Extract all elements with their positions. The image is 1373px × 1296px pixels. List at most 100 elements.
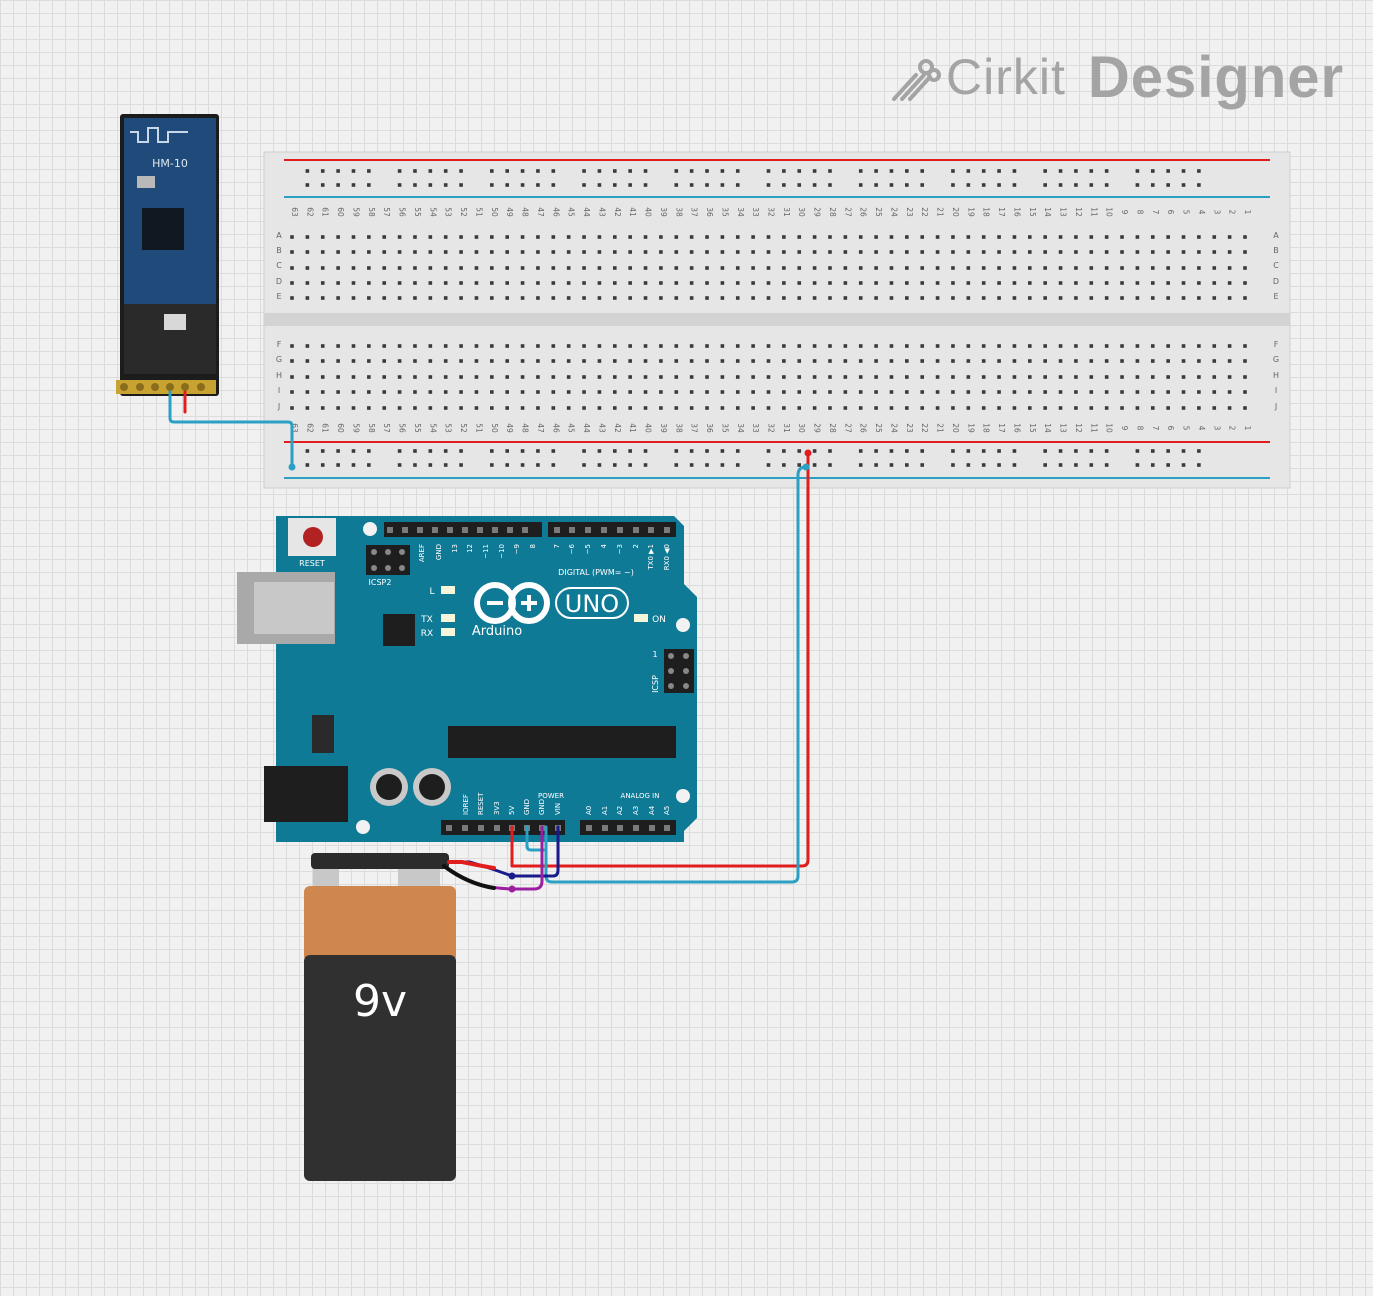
wire-endpoint[interactable] (508, 885, 516, 893)
breadboard-hole[interactable] (889, 266, 894, 270)
breadboard-hole[interactable] (566, 406, 571, 410)
rail-hole[interactable] (797, 169, 802, 173)
breadboard-hole[interactable] (889, 344, 894, 348)
breadboard-hole[interactable] (705, 375, 709, 379)
header-pin[interactable] (569, 527, 575, 533)
breadboard-hole[interactable] (536, 375, 540, 379)
rail-hole[interactable] (828, 463, 832, 467)
rail-hole[interactable] (459, 449, 463, 453)
header-pin[interactable] (649, 825, 655, 831)
breadboard-hole[interactable] (520, 390, 525, 394)
breadboard-hole[interactable] (643, 296, 648, 300)
breadboard-hole[interactable] (1058, 344, 1063, 348)
breadboard-hole[interactable] (1197, 235, 1201, 239)
header-pin[interactable] (417, 527, 423, 533)
breadboard-hole[interactable] (1104, 235, 1109, 239)
rail-hole[interactable] (1074, 183, 1078, 187)
breadboard-hole[interactable] (720, 375, 725, 379)
breadboard-hole[interactable] (1181, 375, 1186, 379)
breadboard-hole[interactable] (336, 281, 340, 285)
breadboard-hole[interactable] (1243, 390, 1247, 394)
breadboard-hole[interactable] (305, 235, 310, 239)
breadboard-hole[interactable] (290, 406, 294, 410)
breadboard-hole[interactable] (735, 406, 740, 410)
breadboard-hole[interactable] (443, 235, 448, 239)
rail-hole[interactable] (1104, 463, 1109, 467)
rail-hole[interactable] (643, 463, 648, 467)
rail-hole[interactable] (413, 449, 417, 453)
breadboard-hole[interactable] (1181, 359, 1186, 363)
breadboard-hole[interactable] (981, 344, 986, 348)
breadboard-hole[interactable] (505, 390, 509, 394)
breadboard-hole[interactable] (428, 281, 433, 285)
breadboard-hole[interactable] (689, 281, 694, 285)
breadboard-hole[interactable] (413, 296, 417, 300)
breadboard-hole[interactable] (566, 250, 571, 254)
breadboard-hole[interactable] (705, 266, 709, 270)
rail-hole[interactable] (828, 449, 832, 453)
breadboard-hole[interactable] (966, 266, 971, 270)
rail-hole[interactable] (782, 463, 786, 467)
breadboard-hole[interactable] (551, 359, 556, 363)
rail-hole[interactable] (735, 449, 740, 453)
rail-hole[interactable] (1043, 449, 1047, 453)
wire-gnd-bridge[interactable] (525, 825, 546, 852)
breadboard-hole[interactable] (966, 390, 971, 394)
rail-hole[interactable] (874, 449, 878, 453)
rail-hole[interactable] (505, 169, 509, 173)
breadboard-hole[interactable] (290, 390, 294, 394)
breadboard-hole[interactable] (290, 235, 294, 239)
rail-hole[interactable] (889, 169, 894, 173)
rail-hole[interactable] (320, 183, 325, 187)
breadboard-hole[interactable] (735, 250, 740, 254)
breadboard-hole[interactable] (735, 266, 740, 270)
breadboard-hole[interactable] (505, 406, 509, 410)
breadboard-hole[interactable] (828, 406, 832, 410)
breadboard-hole[interactable] (951, 266, 955, 270)
breadboard-hole[interactable] (828, 359, 832, 363)
rail-hole[interactable] (782, 169, 786, 173)
rail-hole[interactable] (828, 183, 832, 187)
breadboard-hole[interactable] (336, 266, 340, 270)
breadboard-hole[interactable] (874, 406, 878, 410)
header-pin[interactable] (477, 527, 483, 533)
rail-hole[interactable] (766, 169, 771, 173)
battery-9v[interactable]: 9v (304, 853, 456, 1181)
breadboard-hole[interactable] (1181, 296, 1186, 300)
breadboard-hole[interactable] (705, 250, 709, 254)
breadboard-hole[interactable] (566, 296, 571, 300)
breadboard-hole[interactable] (674, 390, 679, 394)
breadboard-hole[interactable] (1028, 235, 1032, 239)
breadboard-hole[interactable] (628, 235, 632, 239)
breadboard-hole[interactable] (689, 296, 694, 300)
rail-hole[interactable] (1197, 183, 1201, 187)
breadboard-hole[interactable] (828, 375, 832, 379)
breadboard-hole[interactable] (1074, 406, 1078, 410)
breadboard-hole[interactable] (981, 406, 986, 410)
breadboard-hole[interactable] (367, 250, 371, 254)
breadboard-hole[interactable] (643, 266, 648, 270)
breadboard-hole[interactable] (459, 235, 463, 239)
breadboard-hole[interactable] (597, 359, 602, 363)
breadboard-hole[interactable] (505, 296, 509, 300)
breadboard-hole[interactable] (1012, 296, 1017, 300)
breadboard-hole[interactable] (1058, 375, 1063, 379)
breadboard-hole[interactable] (382, 359, 387, 363)
rail-hole[interactable] (459, 169, 463, 173)
rail-hole[interactable] (920, 463, 925, 467)
rail-hole[interactable] (443, 449, 448, 453)
breadboard-hole[interactable] (705, 296, 709, 300)
breadboard-hole[interactable] (1243, 359, 1247, 363)
breadboard-hole[interactable] (889, 359, 894, 363)
breadboard-hole[interactable] (367, 296, 371, 300)
breadboard-hole[interactable] (612, 266, 617, 270)
rail-hole[interactable] (735, 183, 740, 187)
breadboard-hole[interactable] (397, 281, 402, 285)
rail-hole[interactable] (705, 183, 709, 187)
breadboard-hole[interactable] (843, 266, 848, 270)
breadboard-hole[interactable] (1074, 281, 1078, 285)
breadboard-hole[interactable] (582, 250, 586, 254)
rail-hole[interactable] (490, 449, 494, 453)
breadboard-hole[interactable] (843, 250, 848, 254)
